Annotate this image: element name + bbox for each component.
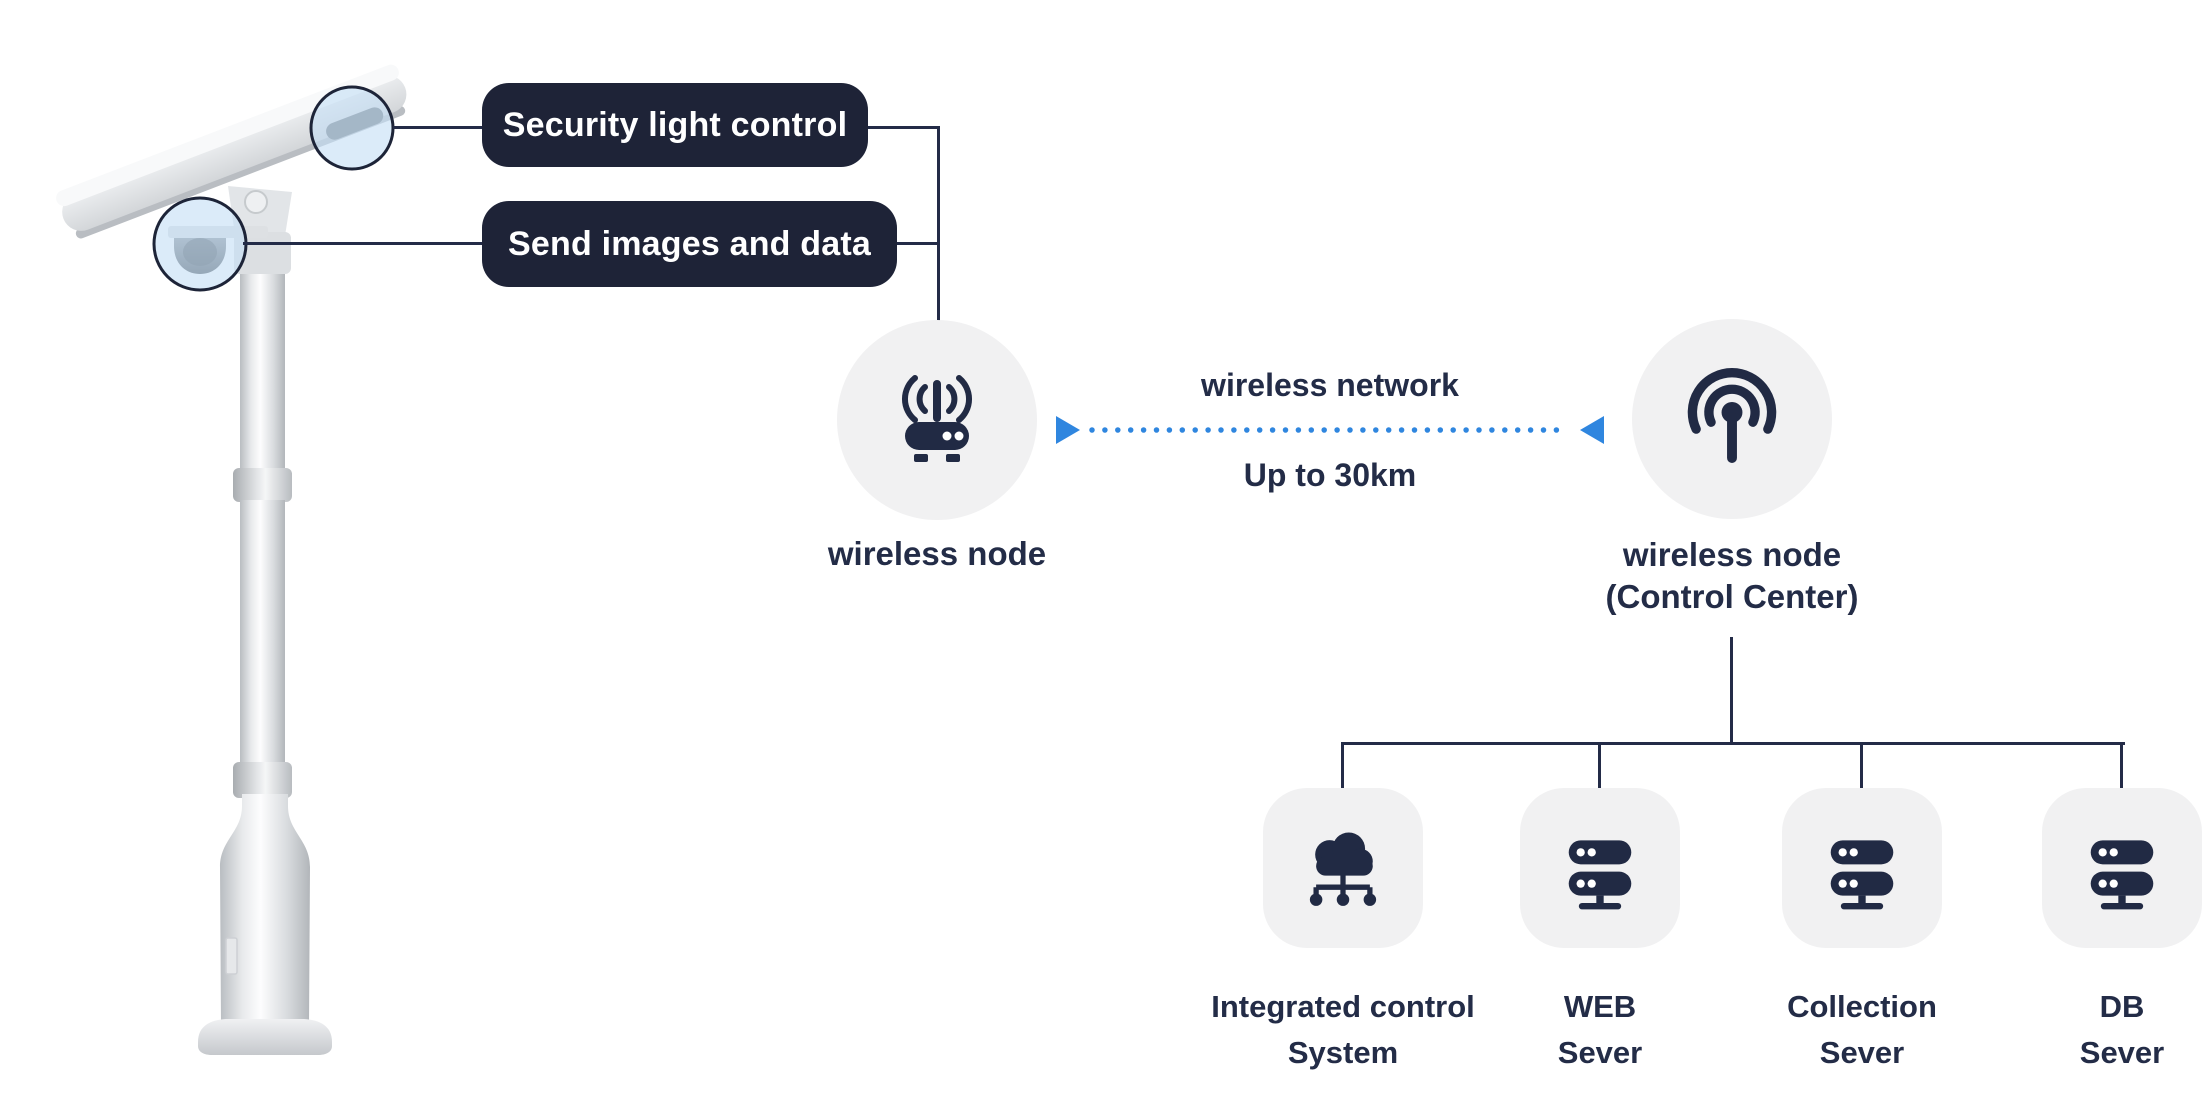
wireless-node-label: wireless node: [827, 535, 1047, 572]
wifi-router-icon: [901, 375, 973, 462]
server-label-line2: Sever: [1557, 1035, 1643, 1070]
security-light-highlight-circle: [309, 85, 395, 171]
server-label-line1: Integrated control: [1211, 989, 1475, 1024]
send-images-callout-pill: Send images and data: [482, 201, 897, 287]
collection-server-label: Collection Sever: [1702, 984, 2022, 1076]
control-center-node-label: wireless node (Control Center): [1532, 534, 1932, 618]
solar-pole-illustration: [56, 64, 407, 1055]
db-server-card: [2042, 788, 2202, 948]
camera-highlight-circle: [152, 196, 248, 292]
link-distance: Up to 30km: [1243, 457, 1417, 493]
control-center-node-circle: [1632, 319, 1832, 519]
cloud-network-icon: [1309, 832, 1377, 906]
server-rack-icon: [2090, 840, 2154, 910]
server-label-line1: DB: [2099, 989, 2145, 1024]
link-title: wireless network: [1201, 367, 1459, 403]
tree-horizontal-line: [1341, 742, 2125, 745]
server-label-line2: Sever: [1819, 1035, 1905, 1070]
security-light-callout-label: Security light control: [502, 105, 848, 144]
web-server-card: [1520, 788, 1680, 948]
callout-to-node-line: [937, 126, 940, 322]
pole-mast: [198, 226, 332, 1055]
tree-branch-line-3: [1860, 742, 1863, 790]
control-center-label-line2: (Control Center): [1605, 578, 1859, 615]
server-rack-icon: [1568, 840, 1632, 910]
tree-branch-line-4: [2120, 742, 2123, 790]
integrated-control-system-label: Integrated control System: [1183, 984, 1503, 1076]
tree-branch-line-2: [1598, 742, 1601, 790]
server-label-line1: WEB: [1563, 989, 1637, 1024]
server-label-line2: System: [1287, 1035, 1399, 1070]
wireless-node-circle: [837, 320, 1037, 520]
dotted-double-arrow: [1056, 416, 1604, 444]
tree-branch-line-1: [1341, 742, 1344, 790]
integrated-control-system-card: [1263, 788, 1423, 948]
server-label-line2: Sever: [2079, 1035, 2165, 1070]
db-server-label: DB Sever: [2002, 984, 2202, 1076]
server-rack-icon: [1830, 840, 1894, 910]
collection-server-card: [1782, 788, 1942, 948]
broadcast-antenna-icon: [1687, 368, 1777, 463]
server-label-line1: Collection: [1787, 989, 1937, 1024]
control-center-label-line1: wireless node: [1622, 536, 1842, 573]
web-server-label: WEB Sever: [1440, 984, 1760, 1076]
tree-trunk-line: [1730, 637, 1733, 745]
send-images-callout-label: Send images and data: [508, 224, 871, 263]
security-light-callout-pill: Security light control: [482, 83, 868, 167]
